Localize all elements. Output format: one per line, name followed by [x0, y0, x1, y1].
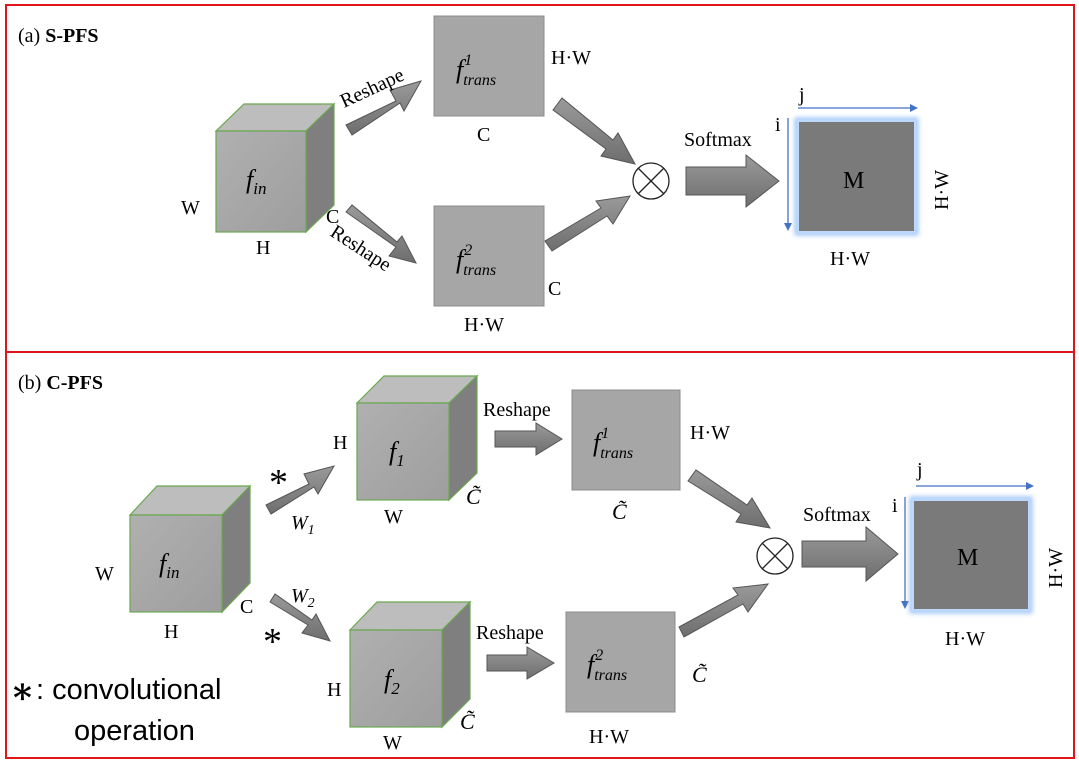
matrix-b-i-label: i	[892, 495, 898, 517]
softmax-label-a: Softmax	[684, 129, 752, 151]
reshape-arrow-b-top	[494, 422, 563, 456]
panel-a-title: (a) S-PFS	[18, 25, 99, 47]
reshape-label-b-top: Reshape	[483, 399, 551, 421]
f1-h-label: H	[333, 432, 347, 454]
ftrans2-a-right-label: C	[548, 278, 561, 300]
legend-star: ∗	[10, 671, 35, 711]
ftrans1-b-below-label: C̃	[612, 499, 627, 524]
ftrans1-a-right-label: H·W	[551, 47, 591, 69]
fin-b-h-label: H	[164, 621, 178, 643]
ftrans2-a-below-label: H·W	[464, 314, 504, 336]
matrix-b-side-label: H·W	[1045, 548, 1067, 588]
svg-text:M: M	[843, 168, 864, 194]
reshape-arrow-b-bottom	[486, 646, 555, 680]
conv-star-bottom: *	[263, 621, 282, 663]
arrow-a-to-otimes-top	[552, 97, 636, 165]
softmax-arrow-a	[685, 153, 780, 209]
svg-text:M: M	[957, 545, 978, 571]
softmax-label-b: Softmax	[803, 504, 871, 526]
f1-c-label: C̃	[466, 484, 481, 509]
f2-c-label: C̃	[460, 709, 475, 734]
matrix-a-below-label: H·W	[830, 248, 870, 270]
legend-line2: operation	[74, 715, 195, 747]
otimes-b	[756, 537, 794, 575]
matrix-a-side-label: H·W	[931, 170, 953, 210]
arrow-b-to-otimes-top	[687, 469, 771, 529]
reshape-label-a-bottom: Reshape	[326, 221, 395, 276]
conv-arrow-top	[265, 465, 336, 515]
fin-cube-b: fin	[128, 484, 252, 614]
panel-b-title: (b) C-PFS	[18, 372, 103, 394]
reshape-arrow-a-bottom	[345, 204, 417, 264]
ftrans2-b-right-label: C̃	[692, 662, 707, 687]
svg-text:f2: f2	[384, 665, 400, 698]
conv-star-top: *	[269, 462, 288, 504]
matrix-b-j-label: j	[916, 459, 923, 481]
f2-w-label: W	[383, 732, 402, 754]
reshape-label-b-bottom: Reshape	[476, 622, 544, 644]
f2-cube: f2	[348, 600, 472, 729]
matrix-a-i-label: i	[775, 114, 781, 136]
panel-c-pfs	[5, 351, 1075, 759]
f1-cube: f1	[355, 374, 479, 502]
fin-cube-a: fin	[214, 102, 336, 234]
fin-b-c-label: C	[240, 596, 253, 618]
f2-h-label: H	[327, 679, 341, 701]
fin-a-h-label: H	[256, 237, 270, 259]
conv-arrow-bottom	[269, 593, 331, 642]
matrix-a-j-label: j	[798, 84, 805, 106]
fin-b-w-label: W	[95, 563, 114, 585]
f1-w-label: W	[384, 506, 403, 528]
fin-a-w-label: W	[181, 197, 200, 219]
matrix-b-below-label: H·W	[945, 628, 985, 650]
fin-a-c-label: C	[326, 206, 339, 228]
svg-text:fin: fin	[246, 165, 266, 198]
softmax-arrow-b	[801, 525, 899, 583]
legend-line1: : convolutional	[36, 674, 221, 706]
otimes-a	[632, 162, 670, 200]
reshape-arrow-a-top	[345, 80, 423, 136]
svg-text:f1: f1	[389, 437, 405, 470]
arrow-a-to-otimes-bottom	[544, 195, 631, 252]
legend-conv: ∗ : convolutional operation	[10, 671, 221, 747]
conv-weight-top: W1	[291, 512, 315, 538]
svg-text:fin: fin	[159, 549, 179, 582]
arrow-b-to-otimes-bottom	[678, 583, 770, 638]
conv-weight-bottom: W2	[291, 585, 315, 611]
matrix-m-b: M	[909, 496, 1033, 614]
matrix-m-a: M	[794, 117, 919, 236]
ftrans1-a-below-label: C	[477, 124, 490, 146]
ftrans1-b-right-label: H·W	[690, 422, 730, 444]
ftrans2-b-below-label: H·W	[589, 726, 629, 748]
